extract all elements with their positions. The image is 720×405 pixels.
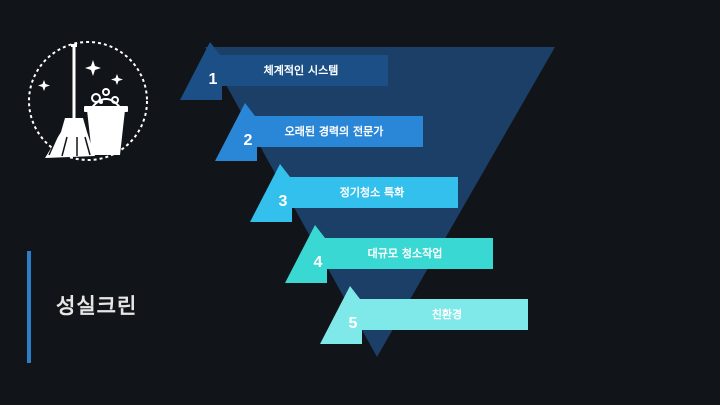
tier-5-number: 5	[349, 315, 358, 332]
tier-5: 5 친환경	[320, 286, 528, 344]
tier-5-arrow-shape	[320, 286, 528, 344]
broom-bucket-icon	[28, 41, 148, 161]
brand-name: 성실크린	[56, 294, 138, 318]
tier-2-arrow-shape	[215, 103, 423, 161]
tier-4-number: 4	[314, 254, 323, 271]
accent-bar	[27, 251, 31, 363]
tier-4: 4 대규모 청소작업	[285, 225, 493, 283]
tier-3-label: 정기청소 특화	[340, 185, 405, 199]
tier-1-label: 체계적인 시스템	[264, 63, 339, 77]
tier-1-arrow-shape	[180, 42, 388, 100]
tier-4-label: 대규모 청소작업	[368, 246, 443, 260]
tier-5-label: 친환경	[432, 307, 462, 321]
tier-2-number: 2	[244, 132, 253, 149]
tier-2-label: 오래된 경력의 전문가	[285, 124, 384, 138]
tier-3-number: 3	[279, 193, 288, 210]
tier-4-arrow-shape	[285, 225, 493, 283]
tier-3: 3 정기청소 특화	[250, 164, 458, 222]
tier-2: 2 오래된 경력의 전문가	[215, 103, 423, 161]
tier-3-arrow-shape	[250, 164, 458, 222]
tier-1: 1 체계적인 시스템	[180, 42, 388, 100]
tier-1-number: 1	[209, 71, 218, 88]
